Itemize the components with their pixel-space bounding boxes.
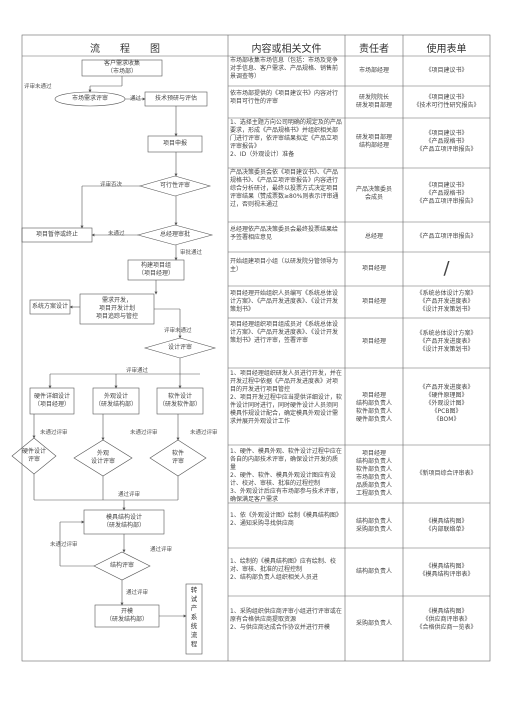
flow-tech-research: 技术预研与评估 xyxy=(154,95,197,102)
row2-content: 依市场部提供的《项目建议书》内容对行项目可行性的评审 xyxy=(230,90,339,105)
row3-content: 1、选择主题方向公司明确的规定及的产品要求，形成《产品规格书》并组织相关部门进行… xyxy=(230,119,342,158)
label-pass-review: 通过评审 xyxy=(118,492,141,498)
row1-content: 市场部收集市场信息（包括：市场及竞争对手信息、客户需求、产品规格、销售前景调查等… xyxy=(230,57,339,80)
row10-form: 《新项目综合评审表》 xyxy=(416,470,477,477)
row10-content: 1、硬件、模具外观、软件设计过程中应在各自的内部技术评审，确保设计开发的质量 2… xyxy=(230,448,342,503)
row12-owner: 结构部负责人 xyxy=(355,568,392,575)
row5-content: 总经理依产品决策委员会最终投票结果给予签署相应意见 xyxy=(230,226,339,241)
row11-form: 《模具结构图》 《内部联络单》 xyxy=(425,518,468,533)
label-not-pass-d: 未通过评审 xyxy=(50,542,78,548)
flow-customer-demand: 客户需求收集 （市场部） xyxy=(103,60,140,75)
flow-structure-review: 结构评审 xyxy=(109,562,134,569)
row5-form: 《产品立项评审报告》 xyxy=(416,233,477,240)
row2-owner: 研发院院长 研发项目部理 xyxy=(355,94,392,109)
header-form: 使用表单 xyxy=(426,44,467,55)
flow-hardware-design: 硬件详细设计 （项目经理） xyxy=(33,393,70,408)
label-pass: 通过 xyxy=(130,96,142,102)
row8-form: 《系统总体设计方案》 《产品开发进度表》 《设计开发策划书》 xyxy=(416,330,477,353)
row4-content: 产品决策委员会依《项目建议书》、《产品规格书》、《产品立项评审报告》内容进行综合… xyxy=(230,169,339,208)
label-not-pass-b: 未通过评审 xyxy=(130,430,158,436)
row13-form: 《模具结构图》 《供应商评审表》 《合格供应商一览表》 xyxy=(416,608,477,631)
flow-project-pause: 项目暂停或终止 xyxy=(35,231,78,238)
diamond-gm-approval xyxy=(136,224,214,246)
row6-owner: 项目经理 xyxy=(361,265,386,272)
row12-content: 1、绘制的《模具结构图》应有绘制、校对、审核、批准的过程控制 2、结构部负责人组… xyxy=(230,558,336,581)
flow-hw-review: 硬件设计 评审 xyxy=(21,448,46,463)
flow-mold-opening: 开模 （研发结构部） xyxy=(105,608,148,623)
row2-form: 《项目建议书》 《技术可行性研究报告》 xyxy=(413,94,480,109)
row9-form: 《产品开发进度表》 《硬件原理图》 《外观设计图》 《PCB图》 《BOM》 xyxy=(419,384,474,423)
row6-content: 开始组建项目小组（以研发院分管领导为主） xyxy=(230,258,339,273)
row11-content: 1、依《外观设计图》绘制《模具结构图》 2、通知采购寻找供应商 xyxy=(230,512,342,527)
row11-owner: 结构部负责人 采购部负责人 xyxy=(355,518,392,533)
row7-form: 《系统总体设计方案》 《产品开发进度表》 《设计开发策划书》 xyxy=(416,290,477,313)
flow-gm-approval: 总经理审批 xyxy=(159,231,190,238)
row1-form: 《项目建议书》 xyxy=(425,67,468,74)
diamond-feasibility xyxy=(138,175,212,197)
label-not-pass-a: 未通过评审 xyxy=(40,430,68,436)
row8-content: 项目经理组织项目组成员对《系统总体设计方案》、《产品开发进度表》、《设计开发策划… xyxy=(230,321,339,344)
row5-owner: 总经理 xyxy=(364,233,383,240)
label-review-fail: 评审未通过 xyxy=(24,84,52,90)
flow-market-review: 市场需求评审 xyxy=(71,95,108,102)
row4-form: 《项目建议书》 《产品规格书》 《产品立项评审报告》 xyxy=(416,182,477,205)
flow-appearance-design: 外观设计 （研发结构部） xyxy=(94,393,137,408)
label-review-fail-2: 评审未通过 xyxy=(164,328,192,334)
label-not-pass-c: 未通过评审 xyxy=(190,430,218,436)
flow-trial-production: 转 试 产 系 统 流 程 xyxy=(190,586,198,648)
header-content: 内容或相关文件 xyxy=(251,44,322,55)
row13-owner: 采购部负责人 xyxy=(355,620,392,627)
row13-content: 1、采购组织供应商评审小组进行评审或在原有合格供应商提取资源 2、与供应商达成合… xyxy=(230,608,342,631)
box-trial-production xyxy=(185,583,203,655)
row3-owner: 研发项目部理 结构部经理 xyxy=(355,134,392,149)
label-pass-review-2: 通过评审 xyxy=(126,590,149,596)
row9-content: 1、项目经理组织研发人员进行开发，并在开发过程中依据《产品开发进度表》对项目的开… xyxy=(230,370,342,425)
label-pass-review-3: 通过评审 xyxy=(150,547,173,553)
flow-appearance-review: 外观 设计评审 xyxy=(90,450,115,465)
header-owner: 责任者 xyxy=(359,44,389,55)
row10-owner: 项目经理 结构部负责人 软件部负责人 市场部负责人 品质部负责人 工程部负责人 xyxy=(355,450,392,497)
row12-form: 《模具结构图》 《模具结构评审表》 xyxy=(419,563,474,578)
row8-owner: 项目经理 xyxy=(361,338,386,345)
label-not-pass: 未通过 xyxy=(108,231,125,237)
row7-owner: 项目经理 xyxy=(361,298,386,305)
flow-build-team: 构建项目组 （项目经理） xyxy=(137,262,174,277)
label-review-pass: 评审通过 xyxy=(126,368,149,374)
flow-requirement-dev: 需求开发， 项目开发计划 项目追踪与管控 xyxy=(95,297,138,320)
header-flow: 流 程 图 xyxy=(90,44,160,55)
row4-owner: 产品决策委员 会成员 xyxy=(355,186,392,201)
box-hardware-design xyxy=(29,387,75,415)
flow-system-design: 系统方案设计 xyxy=(31,303,68,310)
label-reject: 评审否决 xyxy=(100,182,123,188)
row1-owner: 市场部经理 xyxy=(358,67,389,74)
row9-owner: 项目经理 结构部负责人 软件部负责人 硬件部负责人 xyxy=(355,392,392,423)
flow-project-approval: 项目申报 xyxy=(162,140,187,147)
flow-design-review: 设计评审 xyxy=(167,344,192,351)
flow-mold-design: 模具结构设计 （研发结构部） xyxy=(102,514,145,529)
flow-software-design: 软件设计 （研发软件部） xyxy=(158,393,201,408)
flow-feasibility: 可行性评审 xyxy=(159,182,190,189)
row3-form: 《项目建议书》 《产品规格书》 《产品立项评审报告》 xyxy=(416,130,477,153)
row7-content: 项目经理开始组织人员编写《系统总体设计方案》、《产品开发进度表》、《设计开发策划… xyxy=(230,290,339,313)
label-approval-pass: 审批通过 xyxy=(180,250,203,256)
flow-sw-review: 软件 评审 xyxy=(171,450,184,465)
row6-form: / xyxy=(443,258,450,279)
